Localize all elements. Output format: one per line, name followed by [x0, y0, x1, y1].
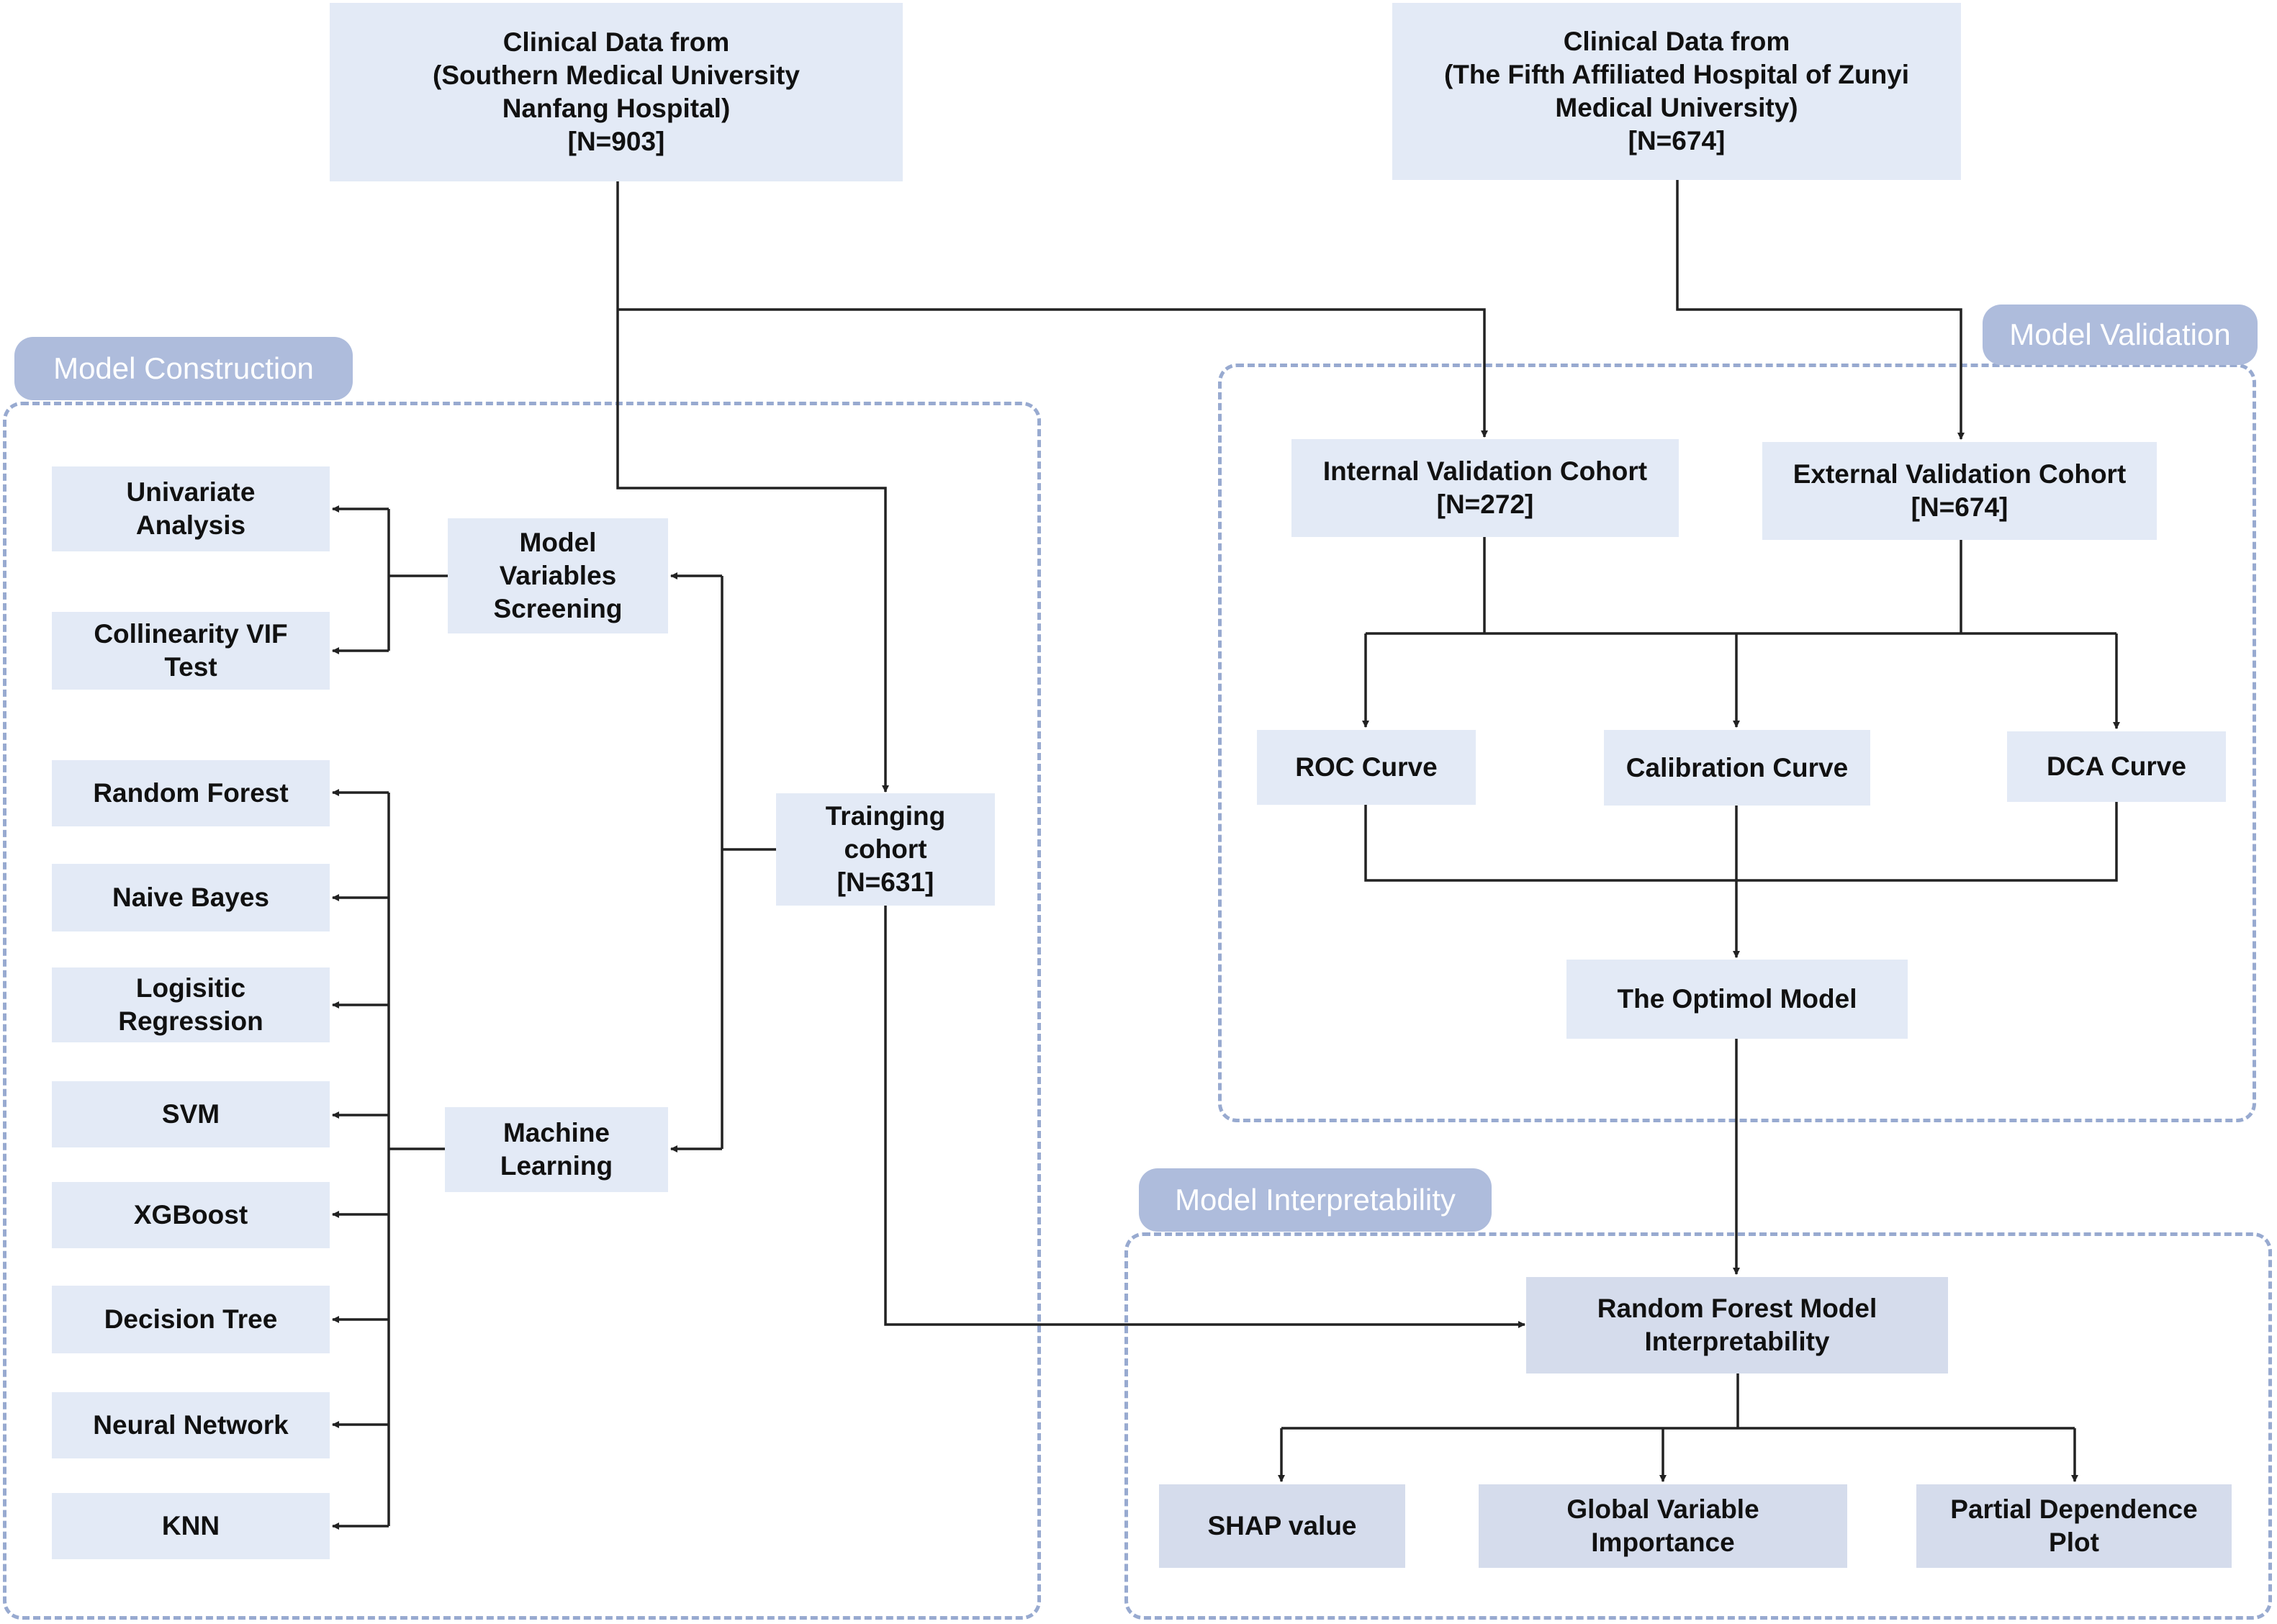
- calibration-curve-box: Calibration Curve: [1604, 730, 1870, 806]
- algorithm-decision-tree-box: Decision Tree: [52, 1286, 330, 1353]
- collinearity-vif-box: Collinearity VIF Test: [52, 612, 330, 690]
- model-interpretability-region: [1124, 1232, 2272, 1620]
- algorithm-neural-network-box: Neural Network: [52, 1392, 330, 1458]
- shap-value-box: SHAP value: [1159, 1484, 1405, 1568]
- algorithm-xgboost-box: XGBoost: [52, 1182, 330, 1248]
- model-construction-tag: Model Construction: [14, 337, 353, 400]
- variables-screening-box: Model Variables Screening: [448, 518, 668, 633]
- univariate-analysis-box: Univariate Analysis: [52, 466, 330, 551]
- model-validation-tag: Model Validation: [1983, 304, 2258, 365]
- algorithm-svm-box: SVM: [52, 1081, 330, 1147]
- optimal-model-box: The Optimol Model: [1566, 960, 1908, 1039]
- algorithm-logistic-regression-box: Logisitic Regression: [52, 967, 330, 1042]
- dca-curve-box: DCA Curve: [2007, 731, 2226, 802]
- algorithm-knn-box: KNN: [52, 1493, 330, 1559]
- model-construction-region: [3, 402, 1041, 1620]
- algorithm-random-forest-box: Random Forest: [52, 760, 330, 826]
- algorithm-naive-bayes-box: Naive Bayes: [52, 864, 330, 931]
- external-validation-box: External Validation Cohort [N=674]: [1762, 442, 2157, 540]
- internal-validation-box: Internal Validation Cohort [N=272]: [1291, 439, 1679, 537]
- model-interpretability-tag: Model Interpretability: [1139, 1168, 1492, 1232]
- partial-dependence-plot-box: Partial Dependence Plot: [1916, 1484, 2232, 1568]
- global-variable-importance-box: Global Variable Importance: [1479, 1484, 1847, 1568]
- zunyi-source-box: Clinical Data from (The Fifth Affiliated…: [1392, 3, 1961, 180]
- training-cohort-box: Trainging cohort [N=631]: [776, 793, 995, 906]
- machine-learning-box: Machine Learning: [445, 1107, 668, 1192]
- nanfang-source-box: Clinical Data from (Southern Medical Uni…: [330, 3, 903, 181]
- rf-interpretability-box: Random Forest Model Interpretability: [1526, 1277, 1948, 1373]
- roc-curve-box: ROC Curve: [1257, 730, 1476, 805]
